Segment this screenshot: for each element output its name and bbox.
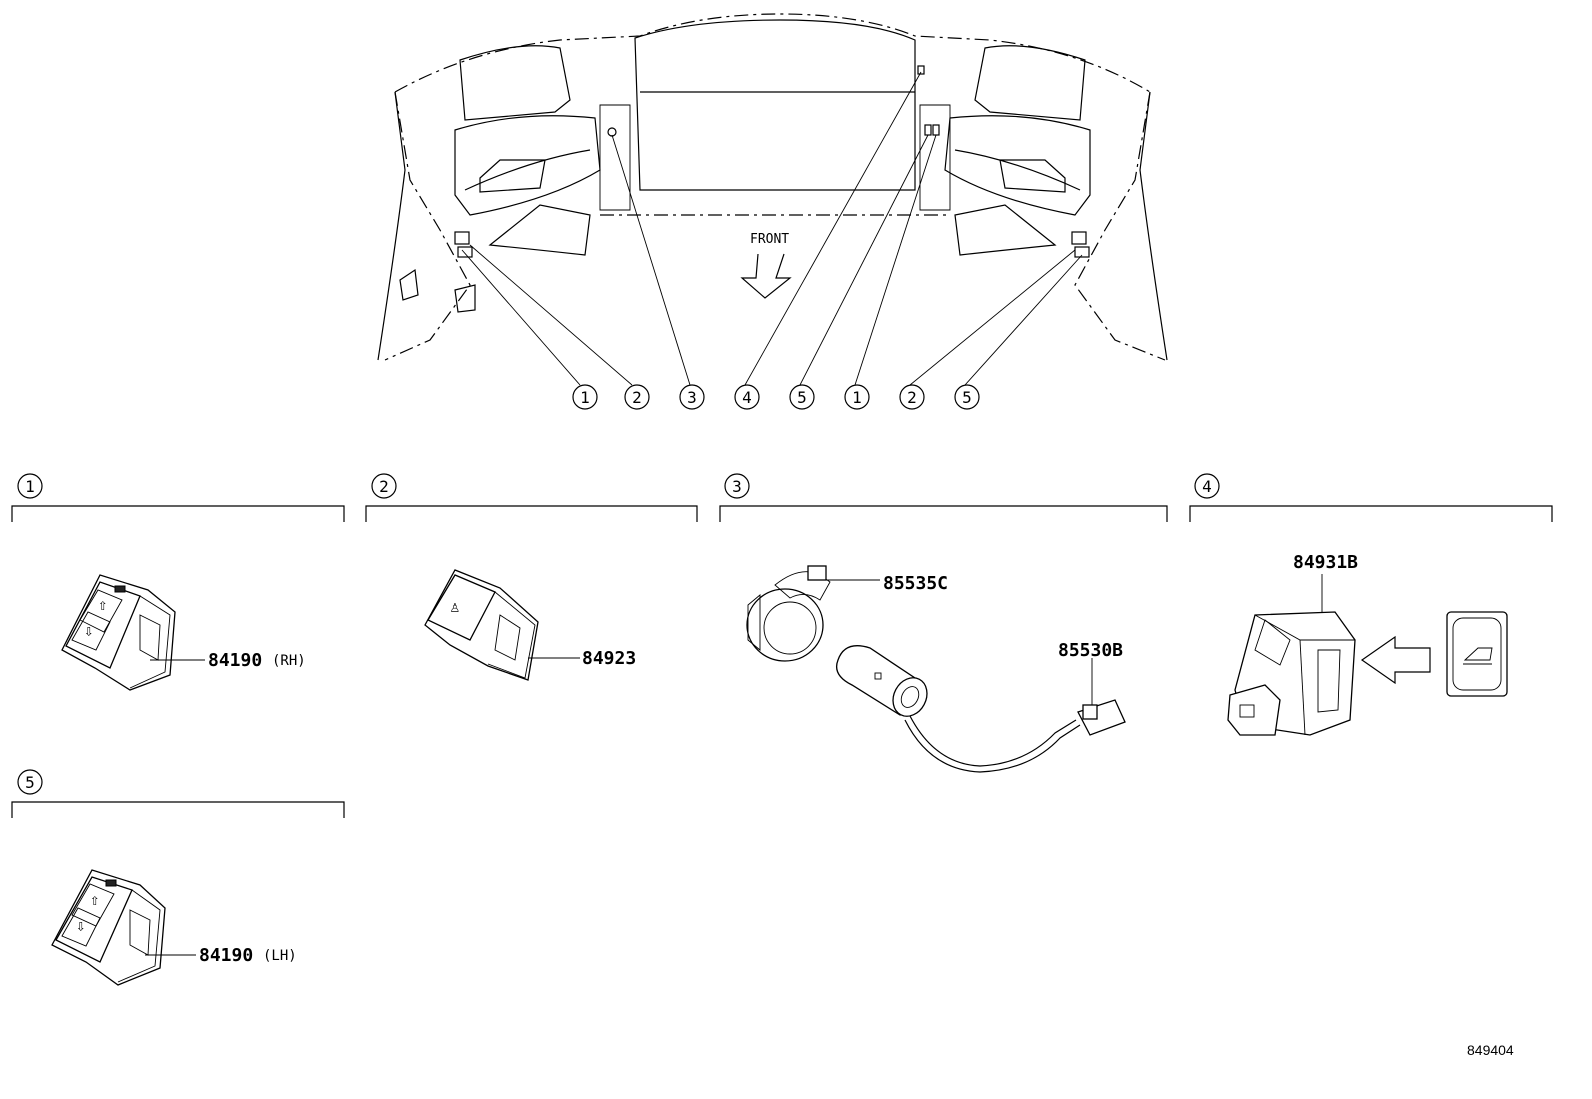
callout-number: 5 [962,388,972,407]
section-3: 3 85535C 85530B [719,473,1168,773]
overview-callouts: 1 2 3 4 5 1 2 5 [572,384,980,410]
seat-symbol-icon: ♙ [450,597,460,616]
section-5: 5 ⇧ ⇩ 84190 (LH) [11,769,345,986]
power-socket-drawing [746,565,831,662]
vehicle-interior-overview [377,13,1168,361]
section-number: 4 [1202,477,1212,496]
part-number-84931b: 84931B [1293,552,1358,573]
window-switch-lh-drawing: ⇧ ⇩ [51,869,166,986]
section-1: 1 ⇧ ⇩ 84190 (RH) [11,473,345,691]
section-number: 3 [732,477,742,496]
part-number-84923: 84923 [582,648,636,669]
part-side-label: (RH) [272,653,306,669]
callout-number: 5 [797,388,807,407]
section-number: 1 [25,477,35,496]
part-side-label: (LH) [263,948,297,964]
part-number-85530b: 85530B [1058,640,1123,661]
section-number: 2 [379,477,389,496]
part-number-84190-lh: 84190 [199,945,253,966]
callout-number: 2 [632,388,642,407]
part-number-85535c: 85535C [883,573,948,594]
seat-switch-drawing: ♙ [424,569,539,681]
door-switch-drawing [1227,611,1356,736]
part-number-84190-rh: 84190 [208,650,262,671]
section-4: 4 84931B [1189,473,1553,736]
down-symbol-icon: ⇩ [84,621,94,640]
cigarette-lighter-drawing [835,645,1126,773]
down-symbol-icon: ⇩ [76,916,86,935]
overview-leader-lines [461,71,1083,386]
section-2: 2 ♙ 84923 [365,473,698,681]
section-number: 5 [25,773,35,792]
up-symbol-icon: ⇧ [98,595,108,614]
callout-number: 1 [580,388,590,407]
front-direction-arrow: FRONT [740,232,792,299]
callout-number: 4 [742,388,752,407]
insertion-arrow [1360,635,1431,685]
callout-number: 3 [687,388,697,407]
callout-number: 1 [852,388,862,407]
front-label: FRONT [750,232,789,247]
window-switch-rh-drawing: ⇧ ⇩ [61,574,176,691]
callout-number: 2 [907,388,917,407]
switch-face-drawing [1446,611,1508,697]
up-symbol-icon: ⇧ [90,890,100,909]
figure-id: 849404 [1467,1042,1514,1058]
